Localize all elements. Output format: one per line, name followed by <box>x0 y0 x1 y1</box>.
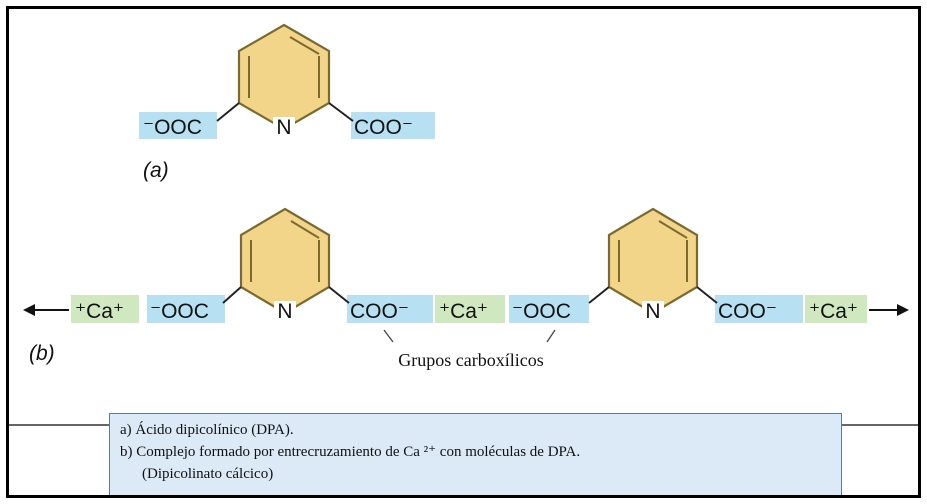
pyridine-ring <box>239 207 331 315</box>
right-carboxylate-highlight <box>351 112 435 139</box>
ring-nitrogen-label: N <box>276 116 291 139</box>
molecule2-ring-nitrogen: N <box>645 300 660 323</box>
annotation-pointer-left <box>383 329 394 343</box>
left-carboxylate-highlight <box>139 112 217 139</box>
left-bond <box>216 102 240 122</box>
part-b-label: (b) <box>29 342 55 365</box>
calcium-ion-right: ⁺Ca⁺ <box>809 300 858 323</box>
molecule1-left-carboxylate: ⁻OOC <box>150 300 209 323</box>
dpa-molecule-b2 <box>588 207 718 323</box>
caption-line-b: b) Complejo formado por entrecruzamiento… <box>120 444 581 460</box>
left-carboxylate-label: ⁻OOC <box>143 116 202 139</box>
dpa-molecule-b1 <box>222 207 350 323</box>
molecule2-right-carboxylate: COO⁻ <box>718 300 777 323</box>
calcium-ion-left: ⁺Ca⁺ <box>75 300 124 323</box>
figure-frame: ⁻OOC N COO⁻ (a) <box>6 6 921 498</box>
caption-line-b2: (Dipicolinato cálcico) <box>142 466 274 482</box>
dpa-molecule-a: ⁻OOC N COO⁻ (a) <box>139 23 435 182</box>
molecule2-left-carboxylate: ⁻OOC <box>512 300 571 323</box>
part-a-label: (a) <box>143 159 169 182</box>
caption-box: a) Ácido dipicolínico (DPA). b) Complejo… <box>109 413 842 495</box>
molecule1-ring-nitrogen: N <box>277 300 292 323</box>
right-bond <box>328 102 354 122</box>
dpa-diagram: ⁻OOC N COO⁻ (a) <box>9 23 918 426</box>
calcium-middle-highlight <box>435 295 505 323</box>
pyridine-ring <box>237 23 331 131</box>
left-arrow <box>23 304 69 316</box>
calcium-ion-middle: ⁺Ca⁺ <box>439 300 488 323</box>
right-carboxylate-label: COO⁻ <box>354 116 413 139</box>
molecule1-right-carboxylate: COO⁻ <box>350 300 409 323</box>
right-arrow <box>869 304 909 316</box>
pyridine-ring <box>607 207 699 315</box>
calcium-left-highlight <box>71 295 139 323</box>
carboxyl-groups-annotation: Grupos carboxílicos <box>398 350 543 370</box>
calcium-right-highlight <box>805 295 867 323</box>
caption-line-a: a) Ácido dipicolínico (DPA). <box>120 422 294 438</box>
annotation-pointer-right <box>546 329 556 343</box>
